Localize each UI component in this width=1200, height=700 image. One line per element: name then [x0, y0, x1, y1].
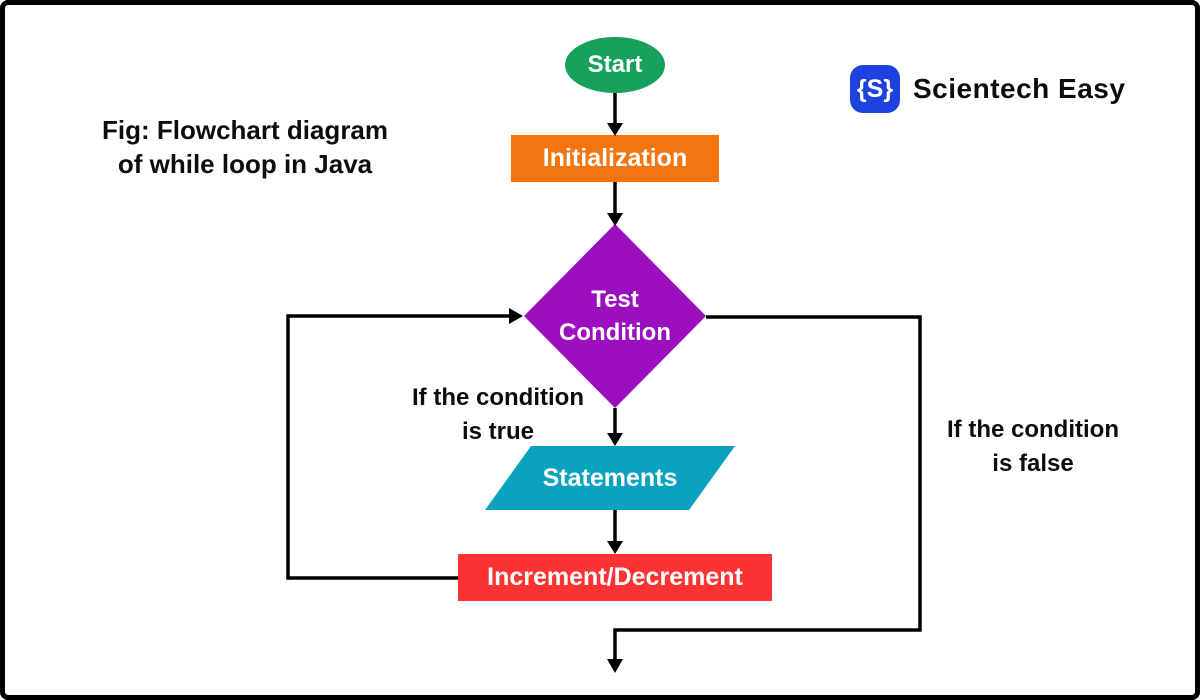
figure-caption: Fig: Flowchart diagram of while loop in … [80, 113, 410, 181]
true-branch-line1: If the condition [412, 384, 584, 411]
false-branch-label: If the condition is false [923, 413, 1143, 481]
brand-icon: {S} [850, 65, 900, 113]
false-branch-line2: is false [992, 450, 1074, 477]
statements-node: Statements [485, 446, 735, 510]
true-branch-label: If the condition is true [383, 381, 613, 449]
arrowhead-loop-back [509, 308, 523, 324]
brand-logo: {S} Scientech Easy [850, 65, 1125, 113]
increment-decrement-node: Increment/Decrement [458, 554, 772, 601]
arrowhead-exit [607, 659, 623, 673]
true-branch-line2: is true [461, 418, 535, 445]
false-branch-line1: If the condition [947, 416, 1119, 443]
arrowhead-to-increment [607, 541, 623, 554]
figure-caption-line2: of while loop in Java [117, 149, 373, 179]
test-condition-label: Test Condition [559, 286, 671, 346]
figure-caption-line1: Fig: Flowchart diagram [101, 115, 389, 145]
initialization-node: Initialization [511, 135, 719, 182]
brand-name: Scientech Easy [913, 73, 1126, 104]
start-node: Start [565, 37, 665, 93]
